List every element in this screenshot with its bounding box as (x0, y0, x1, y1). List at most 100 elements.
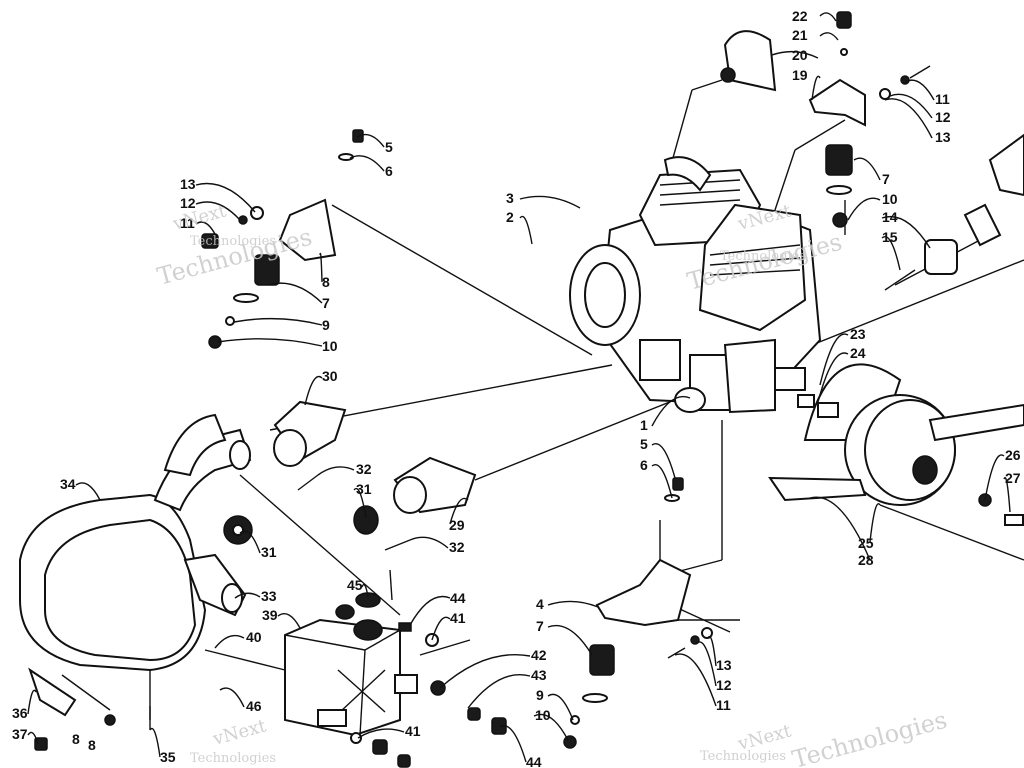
callout-leader (239, 530, 261, 554)
callout-number: 1 (640, 417, 648, 433)
callout-leader (547, 600, 599, 608)
callout-number: 3 (506, 190, 514, 206)
callout-leader (357, 728, 405, 739)
callout-leader (533, 713, 569, 741)
callout-number: 33 (261, 588, 277, 604)
engine (569, 156, 822, 414)
callout-leader (439, 653, 531, 689)
callout-leader (817, 352, 849, 403)
callout-leader (217, 338, 323, 347)
callout-leader (881, 236, 901, 271)
callout-number: 7 (882, 171, 890, 187)
callout-number: 14 (882, 209, 898, 225)
callout-number: 13 (180, 176, 196, 192)
callout-leader (195, 221, 219, 241)
callout-number: 30 (322, 368, 338, 384)
callout-leader (349, 155, 385, 172)
callout-leader (353, 487, 367, 519)
callout-number: 44 (526, 754, 542, 768)
callout-number: 41 (405, 723, 421, 739)
oil-tank (284, 592, 507, 768)
callout-number: 6 (385, 163, 393, 179)
callout-leader (409, 536, 449, 549)
callout-number: 32 (356, 461, 372, 477)
callout-leader (75, 482, 101, 501)
watermark-text: Technologies (789, 706, 950, 768)
callout-leader (317, 466, 355, 476)
callout-number: 12 (716, 677, 732, 693)
callout-leader (809, 496, 871, 561)
callout-number: 36 (12, 705, 28, 721)
callout-number: 12 (180, 195, 196, 211)
callout-number: 7 (322, 295, 330, 311)
callout-leader (889, 93, 933, 119)
callout-leader (884, 98, 933, 139)
callout-leader (651, 395, 691, 427)
callout-number: 5 (385, 139, 393, 155)
callout-number: 31 (261, 544, 277, 560)
callout-number: 11 (716, 697, 731, 713)
callout-number: 41 (450, 610, 466, 626)
callout-leader (149, 727, 161, 758)
callout-leader (234, 592, 261, 599)
callout-leader (811, 75, 821, 101)
callout-labels: 2221201911121371014155613121187910322324… (12, 8, 1021, 768)
callout-number: 32 (449, 539, 465, 555)
exhaust-system (19, 400, 477, 730)
callout-number: 11 (935, 91, 950, 107)
callout-number: 34 (60, 476, 76, 492)
callout-number: 46 (246, 698, 262, 714)
callout-leader (847, 197, 881, 221)
watermark-text: Technologies (720, 249, 806, 264)
callout-number: 40 (246, 629, 262, 645)
callout-number: 6 (640, 457, 648, 473)
callout-leader (519, 215, 533, 245)
callout-number: 22 (792, 8, 808, 24)
callout-number: 26 (1005, 447, 1021, 463)
callout-leader (547, 624, 593, 656)
callout-leader (277, 613, 301, 629)
lower-left-hardware: 8 8 (28, 667, 116, 753)
callout-number: 9 (536, 687, 544, 703)
callout-leader (319, 252, 323, 283)
callout-leader (819, 12, 837, 22)
callout-leader-lines (27, 12, 1011, 763)
callout-number: 19 (792, 67, 808, 83)
callout-leader (219, 687, 245, 708)
callout-number: 10 (535, 707, 551, 723)
drawn-letter: 8 (72, 731, 80, 747)
callout-leader (819, 333, 849, 386)
callout-leader (651, 443, 676, 479)
callout-leader (195, 182, 256, 213)
callout-number: 21 (792, 27, 808, 43)
callout-number: 42 (531, 647, 547, 663)
callout-number: 10 (882, 191, 898, 207)
callout-number: 20 (792, 47, 808, 63)
watermark-text: Technologies (190, 234, 276, 249)
callout-leader (771, 50, 819, 59)
callout-leader (214, 634, 245, 649)
watermark-text: vNext (170, 200, 229, 235)
callout-number: 2 (506, 209, 514, 225)
callout-leader (499, 725, 527, 763)
callout-leader (707, 635, 717, 667)
callout-leader (696, 641, 717, 687)
callout-leader (651, 464, 673, 499)
callout-number: 35 (160, 749, 176, 765)
callout-leader (1003, 477, 1011, 513)
callout-leader (356, 133, 385, 148)
callout-leader (881, 216, 931, 249)
callout-number: 4 (536, 596, 544, 612)
callout-leader (233, 317, 323, 326)
callout-number: 29 (449, 517, 465, 533)
callout-number: 39 (262, 607, 278, 623)
callout-leader (904, 79, 935, 101)
callout-number: 5 (640, 436, 648, 452)
callout-leader (449, 497, 469, 525)
callout-leader (267, 282, 323, 304)
callout-leader (853, 157, 881, 181)
callout-number: 27 (1005, 470, 1021, 486)
callout-leader (195, 201, 241, 221)
callout-number: 15 (882, 229, 898, 245)
